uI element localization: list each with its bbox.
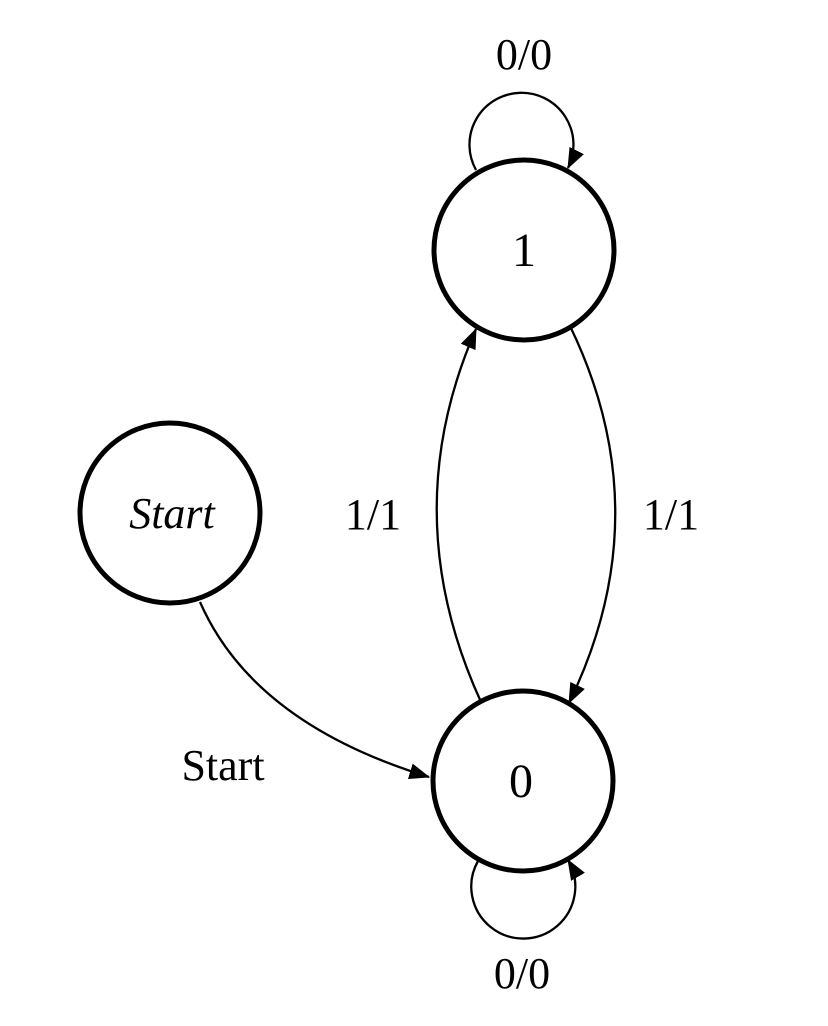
node-1 bbox=[431, 157, 617, 343]
edge-1-to-0 bbox=[567, 325, 617, 705]
edge-start-label: Start bbox=[181, 741, 264, 790]
edge-0-to-1 bbox=[435, 327, 483, 703]
edge-0-self-loop-label: 0/0 bbox=[494, 949, 550, 998]
node-0 bbox=[430, 688, 616, 874]
edge-0-to-1-label: 1/1 bbox=[345, 490, 401, 539]
edge-1-self-loop bbox=[468, 91, 584, 171]
edge-start-to-0 bbox=[198, 601, 431, 779]
node-1-label: 1 bbox=[512, 224, 536, 277]
edge-1-self-loop-label: 0/0 bbox=[496, 30, 552, 79]
edge-1-to-0-label: 1/1 bbox=[643, 490, 699, 539]
node-start-label: Start bbox=[129, 489, 216, 538]
edge-0-self-loop bbox=[470, 859, 585, 940]
node-start bbox=[77, 420, 263, 606]
node-0-label: 0 bbox=[509, 755, 533, 808]
